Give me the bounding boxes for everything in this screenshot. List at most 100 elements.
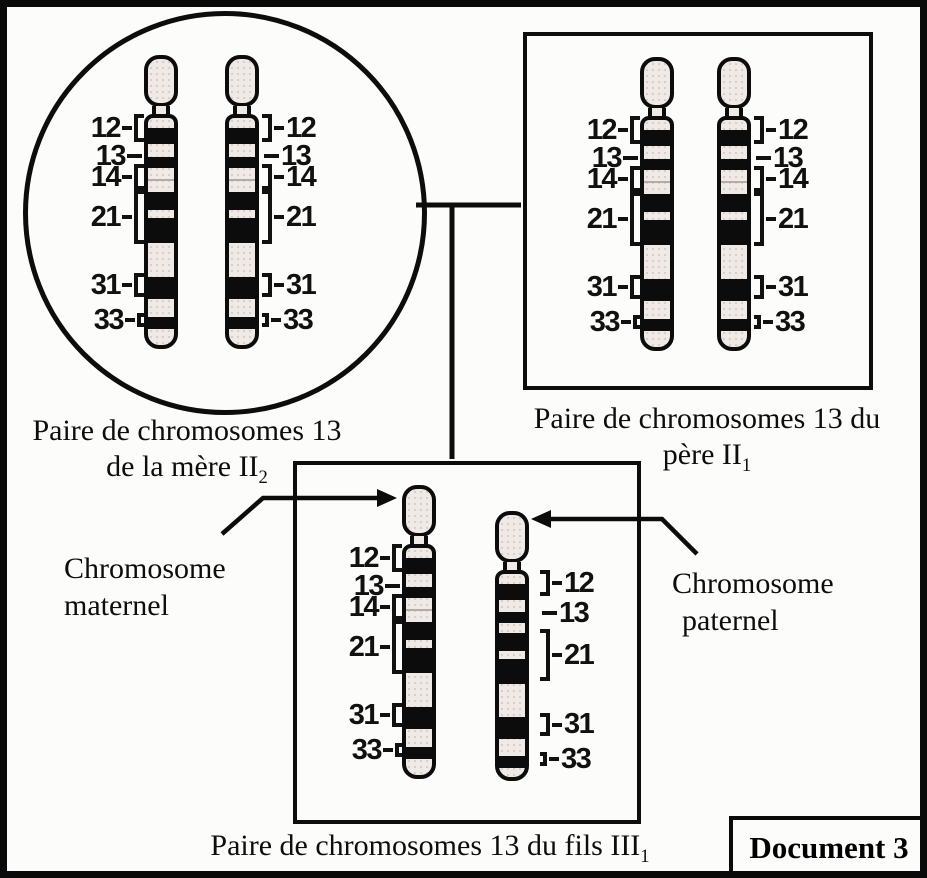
band-label-row-31: 31 xyxy=(564,270,640,303)
mother-caption-line2: de la mère II2 xyxy=(106,450,268,488)
band-label-14: 14 xyxy=(778,162,809,195)
band-bracket xyxy=(262,114,272,142)
band-label-12: 12 xyxy=(778,113,809,146)
band-label-row-14: 14 xyxy=(564,162,640,195)
band-bracket xyxy=(134,273,144,297)
band-tick xyxy=(380,713,390,717)
son-caption: Paire de chromosomes 13 du fils III1 xyxy=(210,829,650,867)
mother-caption-line1: Paire de chromosomes 13 xyxy=(32,414,342,447)
band-tick xyxy=(271,318,281,322)
band-label-21: 21 xyxy=(286,200,317,233)
band-label-row-33: 33 xyxy=(326,735,402,764)
band-tick xyxy=(274,215,284,219)
band-label-12: 12 xyxy=(586,113,618,146)
band-label-row-21: 21 xyxy=(754,192,830,246)
band-label-31: 31 xyxy=(90,268,122,301)
band-tick xyxy=(766,217,776,221)
band-tick xyxy=(549,757,559,761)
mother-chromosome-right xyxy=(225,55,259,349)
band-label-row-13: 13 xyxy=(540,598,616,627)
band-bracket xyxy=(754,315,761,329)
band-bracket xyxy=(754,116,764,144)
band-bracket xyxy=(540,570,550,596)
chromosome-p-arm xyxy=(402,485,436,537)
band-bracket xyxy=(630,192,640,246)
band-label-row-13: 13 xyxy=(262,141,338,170)
band-label-row-12: 12 xyxy=(540,568,616,597)
band-tick xyxy=(618,128,628,132)
band-bracket xyxy=(630,275,640,299)
band-label-14: 14 xyxy=(90,160,122,193)
band-tick xyxy=(552,653,562,657)
band-tick xyxy=(766,177,776,181)
band-bracket xyxy=(392,620,402,674)
band-label-12: 12 xyxy=(286,111,317,144)
chromosome-centromere xyxy=(725,108,743,117)
document-title: Document 3 xyxy=(749,830,909,865)
band-tick xyxy=(274,175,284,179)
band-label-33: 33 xyxy=(589,305,621,338)
mother-caption: Paire de chromosomes 13 de la mère II2 xyxy=(11,413,363,496)
son-panel: 12 13 14 21 31 33 12 13 21 31 33 xyxy=(293,461,641,824)
generation-subscript: 1 xyxy=(741,455,752,476)
band-tick xyxy=(552,722,562,727)
band-label-row-31: 31 xyxy=(326,698,402,731)
band-label-row-31: 31 xyxy=(540,710,616,739)
band-tick xyxy=(618,217,628,221)
band-bracket xyxy=(633,315,640,329)
chromosome-p-arm xyxy=(717,57,751,109)
chromosome-centromere xyxy=(152,106,170,115)
band-bracket xyxy=(134,190,144,244)
band-bracket xyxy=(262,313,269,327)
son-chromosome-paternal xyxy=(495,511,529,781)
band-tick xyxy=(122,126,132,130)
band-label-row-12: 12 xyxy=(326,543,402,572)
band-label-row-14: 14 xyxy=(326,592,402,621)
band-label-31: 31 xyxy=(348,698,380,731)
band-bracket xyxy=(754,192,764,246)
chromosome-centromere xyxy=(503,562,521,571)
band-label-21: 21 xyxy=(564,638,595,671)
band-tick xyxy=(766,285,776,289)
band-label-row-12: 12 xyxy=(262,111,338,144)
band-label-13: 13 xyxy=(559,596,590,629)
band-tick xyxy=(621,320,631,324)
band-label-21: 21 xyxy=(778,202,809,235)
band-label-row-14: 14 xyxy=(754,162,830,195)
chromosome-q-arm xyxy=(225,114,259,349)
father-caption-line2: père II1 xyxy=(662,438,752,476)
band-tick xyxy=(380,556,390,560)
father-caption: Paire de chromosomes 13 du père II1 xyxy=(512,401,902,484)
band-label-row-13: 13 xyxy=(68,141,144,170)
band-label-33: 33 xyxy=(283,303,314,336)
band-tick xyxy=(542,611,557,615)
band-label-row-21: 21 xyxy=(326,620,402,674)
chromosome-p-arm xyxy=(495,511,529,563)
band-tick xyxy=(274,126,284,130)
father-chromosome-left xyxy=(640,57,674,351)
mother-chromosome-left xyxy=(144,55,178,349)
band-label-row-33: 33 xyxy=(68,305,144,334)
band-label-row-33: 33 xyxy=(754,307,830,336)
band-label-row-31: 31 xyxy=(68,268,144,301)
band-tick xyxy=(383,748,393,752)
chromosome-q-arm xyxy=(144,114,178,349)
band-label-33: 33 xyxy=(561,742,592,775)
band-label-row-33: 33 xyxy=(564,307,640,336)
band-tick xyxy=(122,215,132,219)
band-bracket xyxy=(540,629,550,681)
chromosome-q-arm-deleted xyxy=(495,570,529,781)
band-label-row-21: 21 xyxy=(262,190,338,244)
band-label-row-21: 21 xyxy=(564,192,640,246)
generation-subscript: 2 xyxy=(258,467,268,488)
band-label-31: 31 xyxy=(586,270,618,303)
band-bracket xyxy=(134,164,144,190)
band-label-21: 21 xyxy=(348,630,380,663)
band-tick xyxy=(552,581,562,585)
band-label-14: 14 xyxy=(586,162,618,195)
son-chromosome-maternal xyxy=(402,485,436,779)
chromosome-centromere xyxy=(410,536,428,545)
father-chromosome-right xyxy=(717,57,751,351)
band-label-row-12: 12 xyxy=(754,113,830,146)
chromosome-centromere xyxy=(233,106,251,115)
